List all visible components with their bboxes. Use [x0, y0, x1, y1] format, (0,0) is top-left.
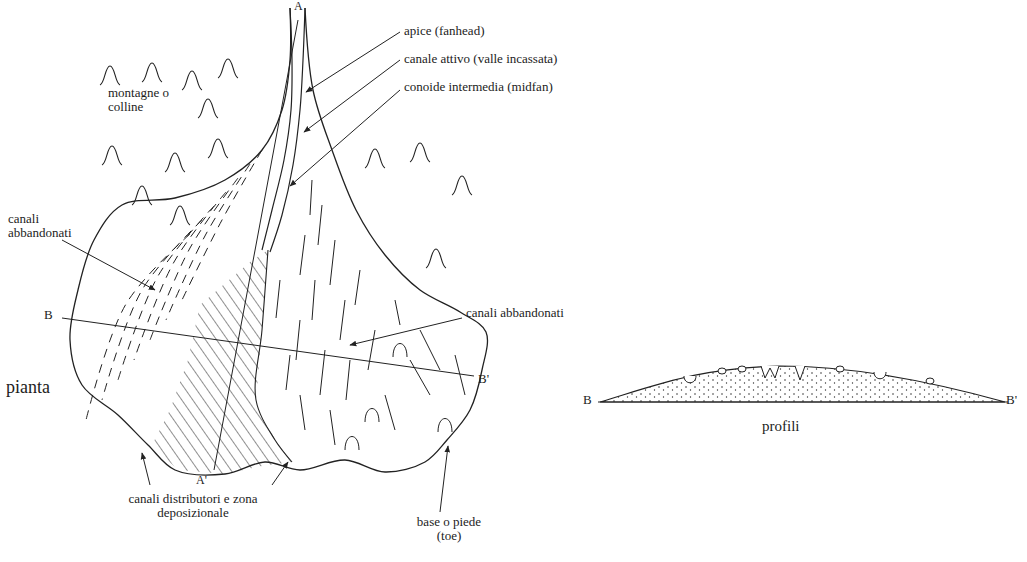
channel-stroke: [410, 360, 430, 395]
section-letter: B: [583, 393, 592, 407]
channel-stroke: [300, 395, 305, 430]
hill-symbol: [452, 176, 472, 195]
view-title: profili: [762, 418, 800, 435]
channel-stroke: [385, 395, 395, 430]
profile-channel: [738, 366, 746, 372]
channel-loop: [438, 419, 452, 433]
channel-stroke: [312, 280, 315, 320]
abandoned-channel: [102, 220, 202, 400]
abandoned-channel: [118, 206, 214, 380]
hill-symbol: [198, 99, 218, 118]
channel-stroke: [346, 360, 350, 400]
part-label: canali abbandonati: [466, 306, 564, 320]
depositional-zone-hatching: [140, 240, 300, 480]
part-label: canali distributori e zona deposizionale: [118, 492, 268, 521]
leader-line: [440, 446, 448, 512]
part-label: base o piede (toe): [410, 515, 488, 544]
section-letter: A: [294, 0, 303, 13]
profile-channel: [926, 378, 934, 384]
channel-loop: [345, 437, 359, 451]
section-letter: B: [44, 308, 53, 322]
fan-profile: [598, 366, 1008, 402]
active-channel: [270, 8, 305, 252]
hill-symbol: [142, 63, 162, 82]
channel-stroke: [320, 350, 325, 395]
part-label: apice (fanhead): [404, 24, 484, 38]
area-label: montagne o colline: [108, 86, 186, 115]
hill-symbol: [100, 66, 120, 85]
part-label: conoide intermedia (midfan): [404, 80, 553, 94]
leader-line: [290, 90, 400, 186]
section-letter: B': [1006, 393, 1017, 407]
channel-stroke: [395, 300, 400, 325]
hill-symbol: [182, 71, 202, 90]
leader-line: [272, 462, 288, 485]
channel-loop: [365, 409, 379, 423]
leader-line: [304, 60, 400, 132]
hill-symbol: [132, 186, 152, 205]
channel-stroke: [330, 410, 335, 445]
channel-stroke: [420, 330, 440, 370]
section-letter: A': [196, 474, 207, 487]
profile-channel: [684, 376, 696, 383]
distributary-channel: [255, 250, 292, 462]
leader-line: [142, 453, 150, 485]
channel-stroke: [310, 180, 312, 215]
hill-symbol: [170, 206, 190, 225]
hill-symbol: [102, 146, 122, 165]
channel-stroke: [318, 205, 322, 245]
hill-symbol: [208, 139, 228, 158]
channel-stroke: [286, 355, 290, 390]
channel-stroke: [330, 240, 335, 285]
profile-channel: [761, 366, 779, 378]
channel-stroke: [276, 280, 280, 318]
leader-line: [62, 240, 155, 290]
profile-section: [600, 366, 1005, 402]
profile-channel: [836, 366, 844, 372]
hill-symbol: [365, 149, 385, 168]
profile-baseline: [598, 401, 1008, 402]
profile-channel: [718, 368, 726, 374]
part-label: canale attivo (valle incassata): [404, 52, 557, 66]
channel-stroke: [296, 320, 300, 360]
channel-stroke: [300, 235, 305, 275]
leader-line: [306, 32, 400, 92]
channel-loop: [393, 344, 407, 358]
fan-outline: [70, 8, 488, 475]
section-line: [214, 20, 298, 470]
channel-stroke: [340, 300, 345, 340]
hill-symbol: [410, 143, 430, 162]
hill-symbol: [218, 59, 238, 78]
hill-symbol: [165, 153, 185, 172]
channel-stroke: [355, 270, 360, 305]
active-channel: [262, 8, 292, 250]
part-label: canali abbandonati: [8, 212, 86, 241]
hill-symbol: [426, 249, 446, 268]
view-title: pianta: [6, 378, 50, 398]
abandoned-channel: [86, 234, 190, 420]
channel-stroke: [368, 330, 375, 370]
profile-channel: [795, 366, 805, 380]
section-letter: B': [478, 372, 489, 386]
section-line: [62, 318, 474, 376]
profile-channel: [874, 372, 886, 379]
leader-line: [350, 318, 462, 345]
abandoned-channel: [166, 164, 250, 320]
